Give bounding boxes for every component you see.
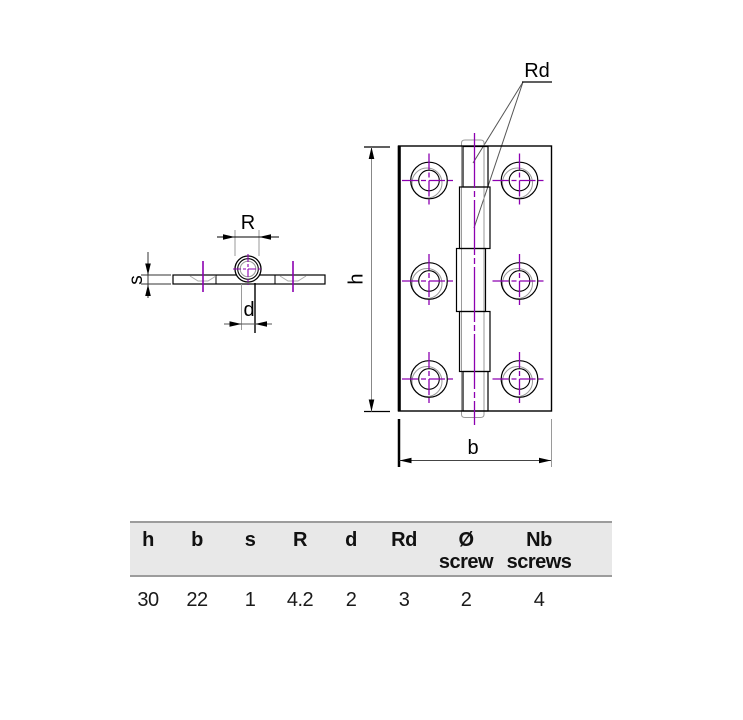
col-header-h: h — [130, 529, 166, 575]
screw-hole — [492, 153, 547, 208]
arrowhead — [368, 147, 375, 159]
arrowhead — [145, 263, 151, 275]
front-view: Rd — [345, 60, 553, 467]
screw-hole — [492, 352, 547, 406]
label-s: s — [126, 275, 147, 285]
screw-hole — [402, 254, 456, 308]
col-label: Rd — [391, 529, 417, 551]
col-label: R — [293, 529, 307, 551]
knuckle-segment — [455, 247, 487, 313]
value-h: 30 — [137, 589, 159, 611]
col-label: Nb — [526, 529, 552, 551]
hinge-technical-drawing: s R — [126, 60, 553, 467]
dimension-b: b — [397, 419, 552, 467]
screw-holes — [402, 153, 547, 406]
value-b: 22 — [186, 589, 208, 611]
col-label: s — [244, 529, 256, 551]
label-d: d — [243, 299, 254, 321]
col-header-d: d — [328, 529, 374, 575]
screw-hole — [402, 352, 456, 406]
arrowhead — [229, 321, 242, 327]
col-label: Ø — [458, 529, 474, 551]
col-sublabel: screws — [506, 551, 572, 573]
arrowhead — [145, 284, 151, 296]
pin-top-cap — [461, 139, 485, 146]
spec-table-header: h b s R d Rd Ø screw Nb screws — [130, 521, 612, 577]
dimension-R: R — [217, 212, 279, 256]
arrowhead — [255, 321, 267, 327]
rd-callout: Rd — [472, 60, 552, 229]
arrowhead — [539, 457, 551, 464]
col-header-nb-screws: Nb screws — [498, 529, 580, 575]
arrowhead — [399, 457, 412, 464]
side-view: s R — [126, 212, 326, 333]
screw-hole — [402, 153, 456, 208]
dimension-s: s — [126, 252, 171, 298]
label-R: R — [241, 212, 255, 234]
hinge-pin — [461, 139, 485, 418]
spec-table-values: 30 22 1 4.2 2 3 2 4 — [130, 588, 612, 612]
col-header-Rd: Rd — [374, 529, 434, 575]
arrowhead — [223, 234, 235, 240]
dimension-d: d — [224, 283, 272, 333]
col-label: h — [142, 529, 154, 551]
value-R: 4.2 — [286, 589, 314, 611]
value-nb-screws: 4 — [533, 589, 545, 611]
value-Rd: 3 — [398, 589, 410, 611]
spec-table: h b s R d Rd Ø screw Nb screws — [130, 521, 612, 612]
label-b: b — [467, 437, 478, 459]
leader-line — [473, 81, 524, 229]
col-label: b — [191, 529, 203, 551]
knuckle-circle — [233, 254, 263, 285]
value-s: 1 — [244, 589, 256, 611]
leader-line — [472, 81, 524, 164]
label-h: h — [345, 273, 367, 284]
col-sublabel: screw — [438, 551, 494, 573]
value-screw-diameter: 2 — [460, 589, 472, 611]
col-header-b: b — [166, 529, 228, 575]
col-label: d — [345, 529, 357, 551]
arrowhead — [368, 399, 375, 412]
col-header-screw-diameter: Ø screw — [434, 529, 498, 575]
dimension-h: h — [345, 146, 390, 413]
knuckle-segment — [462, 370, 489, 412]
value-d: 2 — [345, 589, 357, 611]
col-header-R: R — [272, 529, 328, 575]
arrowhead — [259, 234, 271, 240]
label-rd: Rd — [524, 60, 550, 82]
pin-bottom-cap — [461, 411, 485, 418]
col-header-s: s — [228, 529, 272, 575]
screw-hole — [492, 254, 547, 308]
